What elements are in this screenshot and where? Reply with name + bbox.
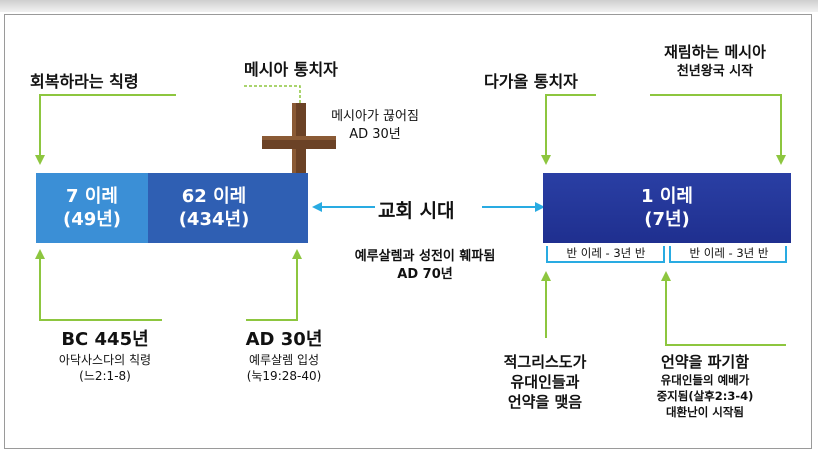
messiah-ruler-label: 메시아 통치자 xyxy=(244,60,338,79)
event-covenant-broken-line2: 중지됨(살후2:3-4) xyxy=(656,389,754,403)
coming-ruler-connector-arrow xyxy=(541,94,596,165)
event-covenant-broken-title: 언약을 파기함 xyxy=(660,353,750,371)
event-ad30-line2: (눅19:28-40) xyxy=(246,369,322,383)
bar-one-week-label: 1 이레 xyxy=(641,186,693,207)
ad30-connector-arrow xyxy=(246,249,302,321)
bar-seven-weeks-label: 7 이레 xyxy=(66,186,118,207)
half-week-1-bracket xyxy=(546,246,665,263)
bar-one-week-years: (7년) xyxy=(644,209,690,230)
messiah-cut-off-note: 메시아가 끊어짐 AD 30년 xyxy=(320,108,430,144)
event-bc445-title: BC 445년 xyxy=(61,329,149,350)
event-covenant-broken: 언약을 파기함 유대인들의 예배가 중지됨(살후2:3-4) 대환난이 시작됨 xyxy=(640,352,770,420)
event-bc445: BC 445년 아닥사스다의 칙령 (느2:1-8) xyxy=(30,328,180,384)
messiah-cut-off-year: AD 30년 xyxy=(349,127,401,142)
coming-ruler-label: 다가올 통치자 xyxy=(484,72,578,91)
decree-label: 회복하라는 칙령 xyxy=(30,72,139,91)
returning-messiah-connector-arrow xyxy=(650,94,786,165)
event-ad30-line1: 예루살렘 입성 xyxy=(248,353,320,367)
event-bc445-line2: (느2:1-8) xyxy=(79,369,131,383)
millennium-text: 천년왕국 시작 xyxy=(676,64,754,79)
bar-sixtytwo-weeks-years: (434년) xyxy=(178,209,250,230)
bar-sixtytwo-weeks-label: 62 이레 xyxy=(181,186,247,207)
diagram-frame xyxy=(4,14,812,449)
returning-messiah-label: 재림하는 메시아 천년왕국 시작 xyxy=(640,42,790,82)
bc445-connector-arrow xyxy=(35,249,162,321)
event-covenant-broken-line3: 대환난이 시작됨 xyxy=(665,405,745,419)
event-bc445-line1: 아닥사스다의 칙령 xyxy=(58,353,152,367)
half-week-2-bracket xyxy=(669,246,787,263)
top-border xyxy=(0,0,818,12)
event-covenant-broken-line1: 유대인들의 예배가 xyxy=(660,373,750,387)
bar-seven-weeks: 7 이레 (49년) xyxy=(36,173,148,243)
messiah-ruler-dashed-line xyxy=(244,85,301,103)
event-ad30-title: AD 30년 xyxy=(245,329,323,350)
half-week-2-label: 반 이레 - 3년 반 xyxy=(689,246,769,260)
event-antichrist-line3: 언약을 맺음 xyxy=(507,393,583,411)
event-ad30: AD 30년 예루살렘 입성 (눅19:28-40) xyxy=(224,328,344,384)
half-week-1-label: 반 이레 - 3년 반 xyxy=(566,246,646,260)
event-antichrist: 적그리스도가 유대인들과 언약을 맺음 xyxy=(470,352,620,412)
messiah-cut-off-text: 메시아가 끊어짐 xyxy=(331,109,419,124)
church-age-label: 교회 시대 xyxy=(378,200,455,222)
covenant-broken-connector-arrow xyxy=(661,271,786,346)
temple-destroyed-note: 예루살렘과 성전이 훼파됨 AD 70년 xyxy=(330,248,520,284)
returning-messiah-text: 재림하는 메시아 xyxy=(664,43,766,61)
temple-destroyed-year: AD 70년 xyxy=(397,267,453,282)
event-antichrist-line1: 적그리스도가 xyxy=(503,353,587,371)
bar-sixtytwo-weeks: 62 이레 (434년) xyxy=(148,173,308,243)
decree-connector-arrow xyxy=(35,94,176,165)
bar-seven-weeks-years: (49년) xyxy=(62,209,122,230)
bar-one-week: 1 이레 (7년) xyxy=(543,173,791,243)
temple-destroyed-text: 예루살렘과 성전이 훼파됨 xyxy=(354,249,496,264)
event-antichrist-line2: 유대인들과 xyxy=(510,373,580,391)
